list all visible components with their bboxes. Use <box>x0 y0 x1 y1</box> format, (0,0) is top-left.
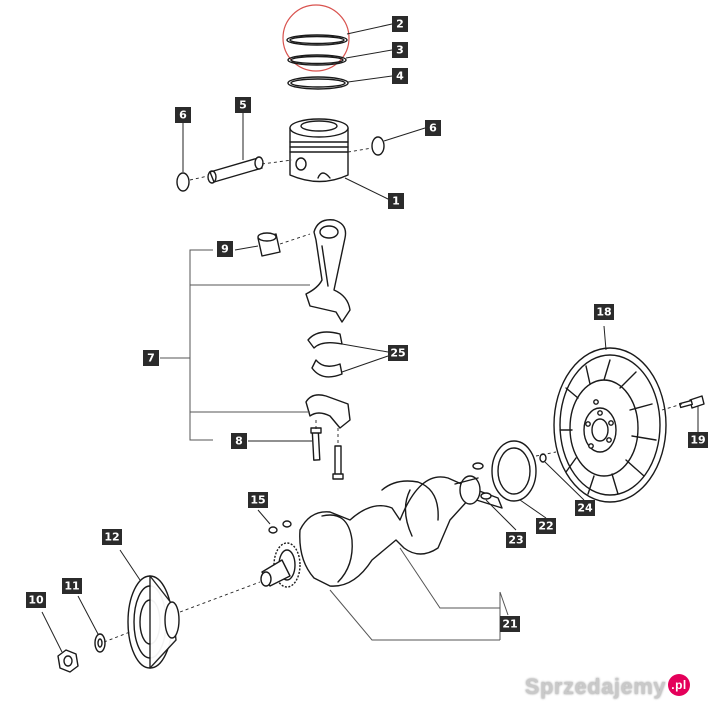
callout-15: 15 <box>248 492 268 508</box>
piston-pin <box>207 156 264 184</box>
rear-main-seal <box>491 440 537 502</box>
rod-bolt-left <box>310 427 322 461</box>
callout-6-left: 6 <box>175 107 191 123</box>
svg-text:22: 22 <box>538 520 553 533</box>
callout-12: 12 <box>102 529 122 545</box>
dowel-pin-lower <box>480 492 492 500</box>
svg-text:1: 1 <box>392 195 400 208</box>
callout-8: 8 <box>231 433 247 449</box>
callout-21: 21 <box>500 616 520 632</box>
svg-text:11: 11 <box>64 580 79 593</box>
callout-18: 18 <box>594 304 614 320</box>
crankshaft-nose <box>260 559 291 587</box>
svg-text:6: 6 <box>429 122 437 135</box>
svg-text:19: 19 <box>690 434 705 447</box>
callout-5: 5 <box>235 97 251 113</box>
svg-text:9: 9 <box>221 243 229 256</box>
watermark: Sprzedajemy.pl <box>525 674 690 700</box>
woodruff-key-2 <box>282 520 292 528</box>
svg-text:15: 15 <box>250 494 265 507</box>
watermark-badge: .pl <box>668 674 690 696</box>
callout-23: 23 <box>506 532 526 548</box>
flywheel <box>553 347 667 503</box>
svg-text:23: 23 <box>508 534 523 547</box>
piston-ring-top <box>286 34 348 46</box>
svg-text:25: 25 <box>390 347 405 360</box>
svg-text:18: 18 <box>596 306 611 319</box>
callout-3: 3 <box>392 42 408 58</box>
flywheel-dowel <box>539 453 547 463</box>
callout-6-right: 6 <box>425 120 441 136</box>
bearing-shell-lower <box>311 359 343 378</box>
svg-text:2: 2 <box>396 18 404 31</box>
circlip-left <box>176 172 190 192</box>
callout-10: 10 <box>26 592 46 608</box>
callout-2: 2 <box>392 16 408 32</box>
connecting-rod-cap <box>305 394 351 429</box>
washer <box>94 633 106 653</box>
svg-text:3: 3 <box>396 44 404 57</box>
dowel-pin-upper <box>472 462 484 470</box>
callout-22: 22 <box>536 518 556 534</box>
svg-text:7: 7 <box>147 352 155 365</box>
circlip-right <box>371 136 385 156</box>
callout-9: 9 <box>217 241 233 257</box>
rod-bolt-right <box>332 445 344 480</box>
piston-ring-oil <box>287 76 349 90</box>
svg-text:4: 4 <box>396 70 404 83</box>
callout-1: 1 <box>388 193 404 209</box>
svg-text:8: 8 <box>235 435 243 448</box>
callout-25: 25 <box>388 345 408 361</box>
small-end-bushing <box>257 232 281 257</box>
svg-text:5: 5 <box>239 99 247 112</box>
highlight-ring <box>282 4 350 72</box>
callout-7: 7 <box>143 350 159 366</box>
crankshaft <box>299 475 503 587</box>
pulley-nut <box>57 649 79 673</box>
piston-ring-second <box>287 54 347 66</box>
watermark-text: Sprzedajemy <box>524 674 666 699</box>
svg-text:24: 24 <box>577 502 593 515</box>
connecting-rod <box>305 219 351 323</box>
svg-text:12: 12 <box>104 531 119 544</box>
callout-4: 4 <box>392 68 408 84</box>
flywheel-bolt <box>678 395 705 409</box>
svg-text:21: 21 <box>502 618 517 631</box>
callout-19: 19 <box>688 432 708 448</box>
piston <box>289 118 349 183</box>
crankshaft-pulley <box>127 575 180 669</box>
svg-text:6: 6 <box>179 109 187 122</box>
svg-text:10: 10 <box>28 594 44 607</box>
bearing-shell-upper <box>307 331 343 349</box>
callout-11: 11 <box>62 578 82 594</box>
woodruff-key-1 <box>268 526 278 534</box>
callout-24: 24 <box>575 500 595 516</box>
